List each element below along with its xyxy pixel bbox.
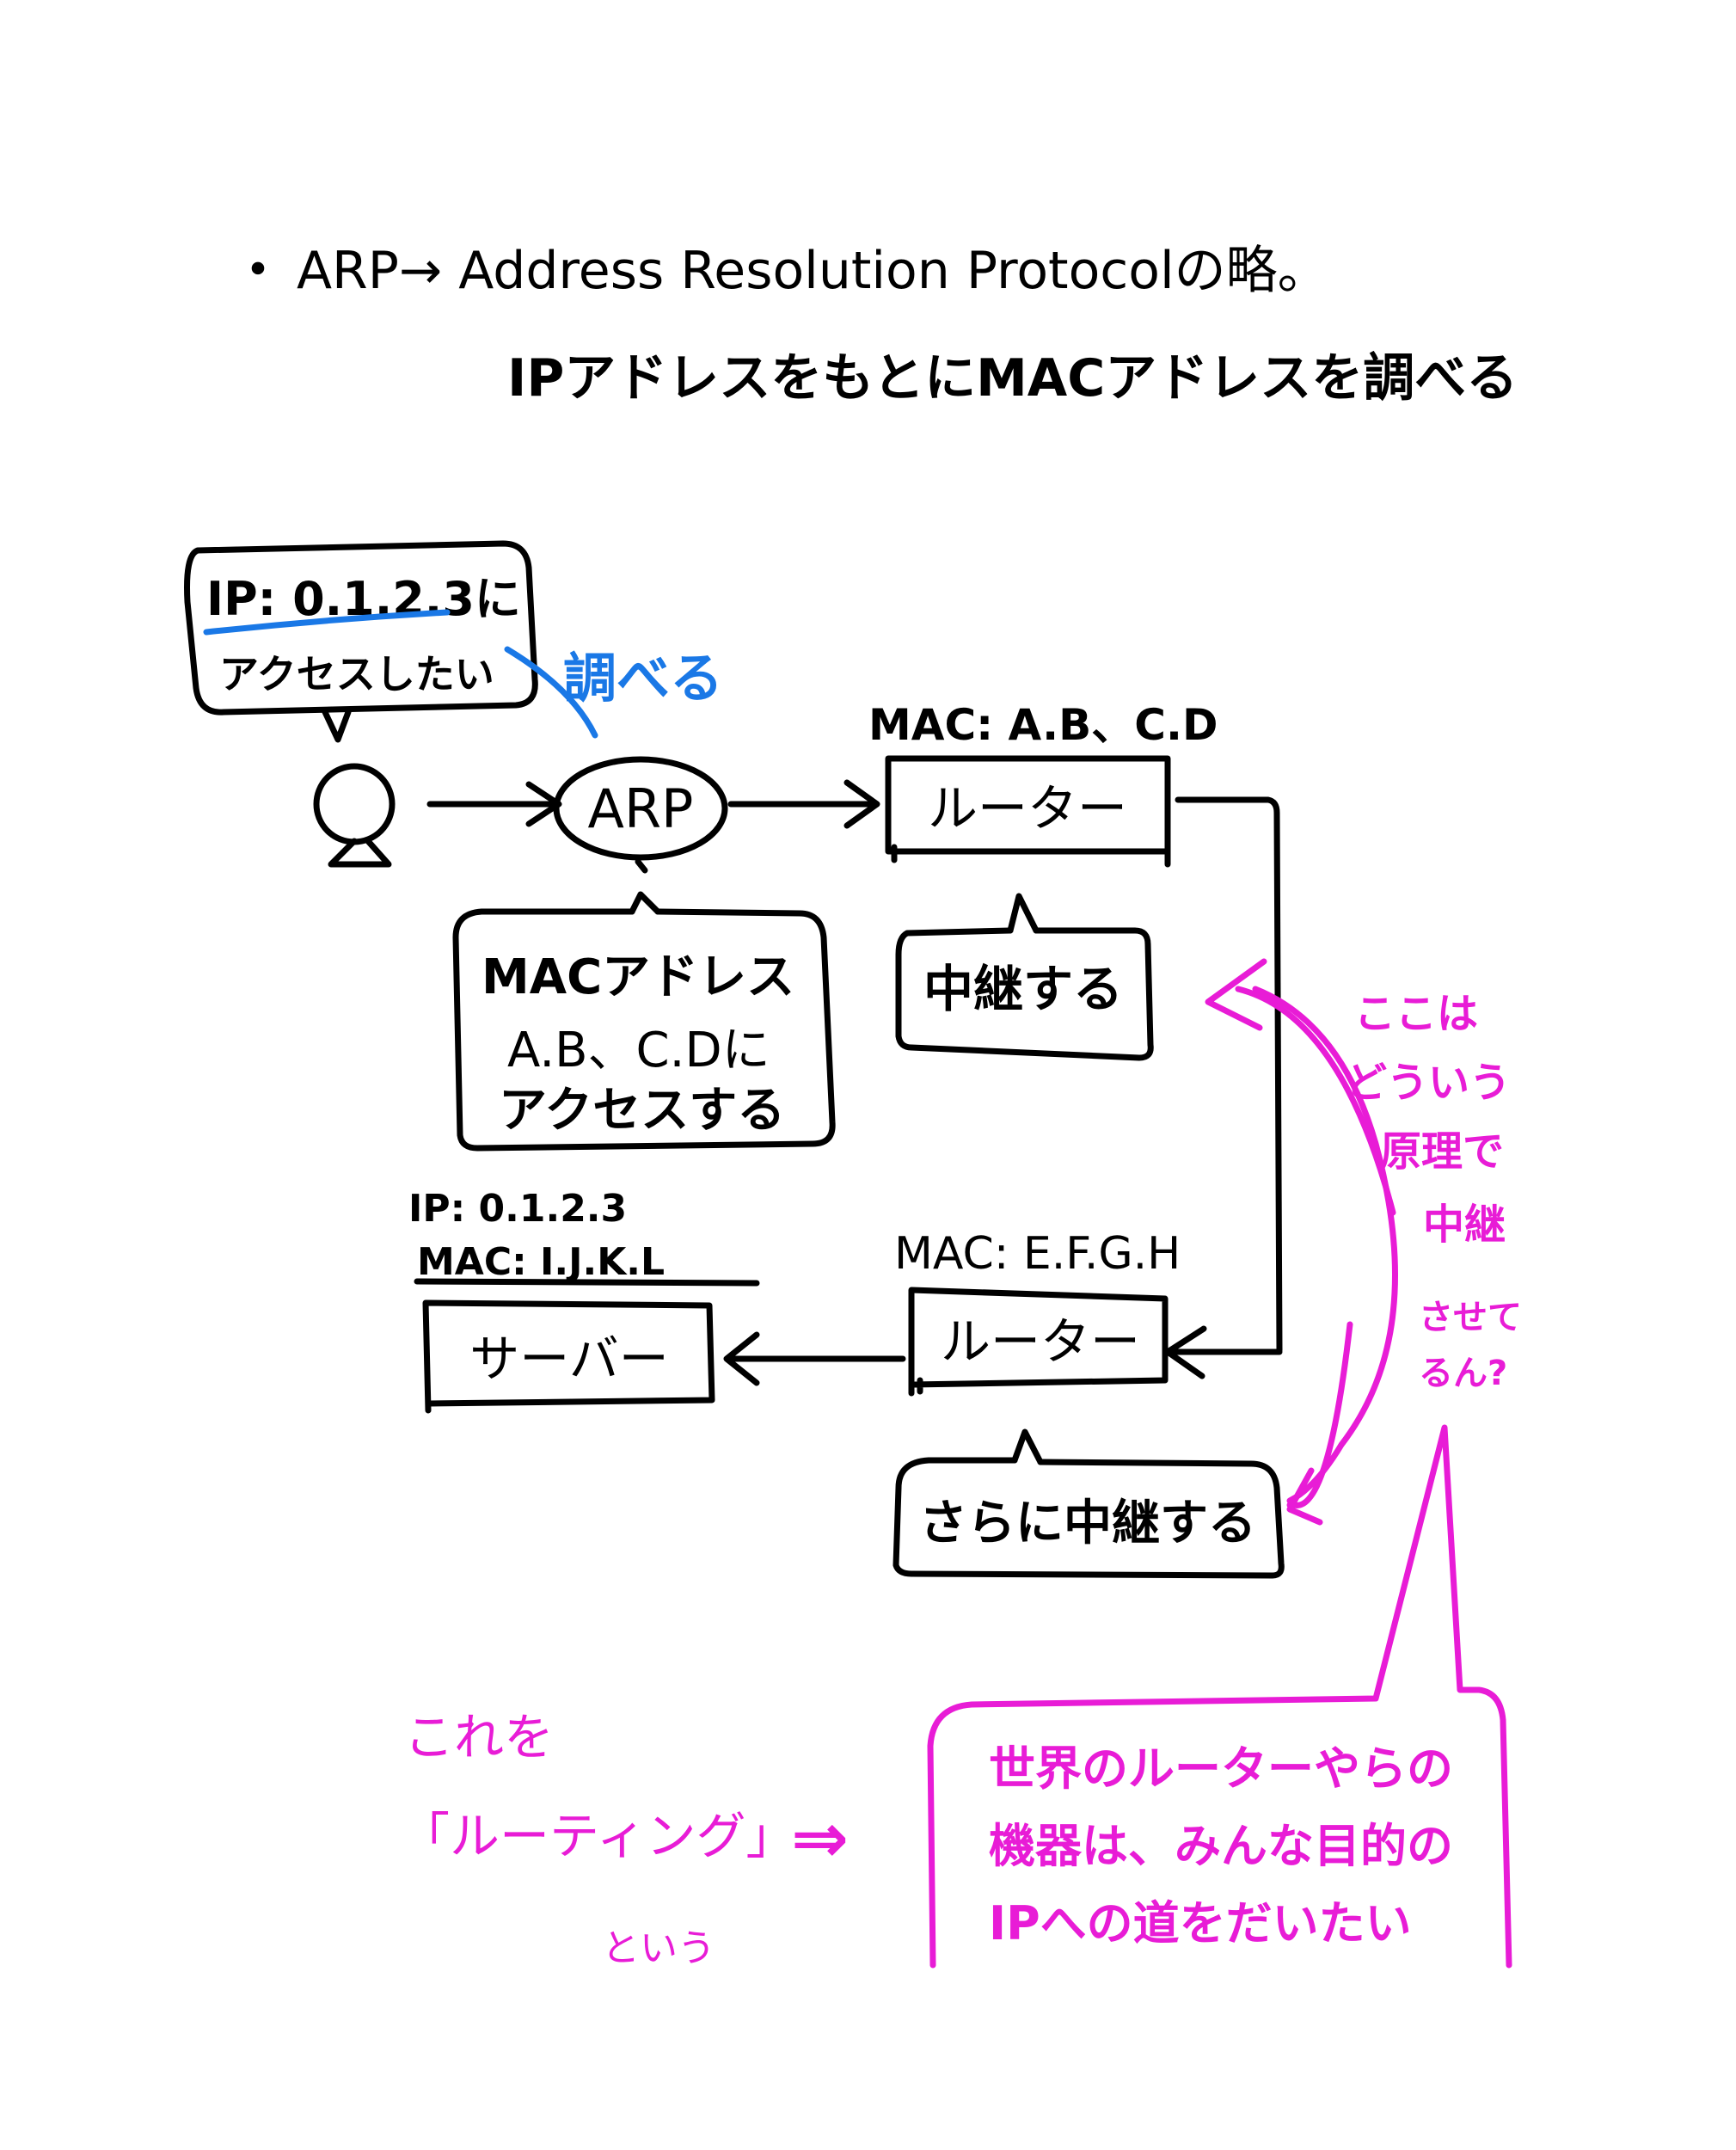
question-line-1: ここは [1354, 990, 1478, 1038]
question-line-2: どういう [1346, 1059, 1511, 1107]
blue-connector [504, 646, 598, 739]
relay-1-bubble [895, 927, 1154, 1061]
question-line-3: 原理で [1380, 1127, 1504, 1176]
relay-2-bubble-tail [1011, 1428, 1044, 1465]
question-line-6: るん? [1419, 1354, 1507, 1393]
title-line-1: ARP→ Address Resolution Protocolの略。 [297, 241, 1329, 301]
relay-1-bubble-tail [1007, 893, 1040, 934]
server-mac-underline [414, 1278, 760, 1287]
client-bubble-tail [322, 709, 352, 743]
routing-line-2: 「ルーティング」 [400, 1807, 796, 1865]
router-2-mac: MAC: E.F.G.H [894, 1228, 1181, 1280]
relay-1-label: 中継する [923, 960, 1123, 1018]
arrow-router-2-to-server [723, 1331, 906, 1386]
mac-bubble-line-1: MACアドレス [482, 949, 794, 1005]
router-2-box [908, 1287, 1169, 1397]
question-line-5: させて [1419, 1298, 1522, 1337]
mac-bubble-line-3: アクセスする [499, 1083, 785, 1139]
person-head-icon [313, 763, 396, 845]
server-label: サーバー [469, 1330, 668, 1388]
server-box [422, 1299, 715, 1414]
router-2-label: ルーター [941, 1312, 1140, 1371]
relay-2-bubble [893, 1457, 1285, 1579]
blue-annotation: 調べる [203, 609, 723, 739]
client-speech-bubble [184, 540, 538, 716]
server-mac: MAC: I.J.K.L [417, 1240, 665, 1284]
arp-node-outline [553, 756, 728, 861]
arrow-arp-to-router [727, 779, 880, 829]
routing-line-1: これを [404, 1708, 554, 1766]
routing-line-3: という [602, 1926, 715, 1970]
magenta-curve-main [1252, 986, 1398, 1504]
title-block: ・ ARP→ Address Resolution Protocolの略。 IP… [232, 241, 1518, 408]
diagram-text: IP: 0.1.2.3に アクセスしたい ARP MAC: A.B、C.D ルー… [206, 572, 1256, 1551]
mac-bubble-tail [629, 891, 661, 915]
mac-bubble [452, 908, 836, 1152]
arrow-person-to-arp [426, 781, 562, 827]
arp-node-label: ARP [588, 777, 694, 840]
question-line-4: 中継 [1423, 1201, 1506, 1249]
blue-underline [203, 609, 451, 636]
title-line-2: IPアドレスをもとにMACアドレスを調べる [507, 348, 1518, 408]
relay-2-label: さらに中継する [919, 1496, 1256, 1551]
wire-router-1-to-router-2 [1175, 796, 1283, 1354]
server-ip: IP: 0.1.2.3 [408, 1187, 627, 1231]
router-1-label: ルーター [928, 779, 1127, 838]
router-1-box [885, 755, 1171, 868]
client-bubble-line-2: アクセスしたい [219, 651, 494, 697]
explanation-line-2: 機器は、みんな目的の [989, 1819, 1453, 1873]
mac-bubble-line-2: A.B、C.Dに [507, 1023, 770, 1078]
network-diagram [184, 540, 1285, 1579]
explanation-line-1: 世界のルーターやらの [989, 1742, 1453, 1796]
magenta-notes: ここは どういう 原理で 中継 させて るん? これを 「ルーティング」 という… [400, 958, 1522, 1970]
person-body-icon [328, 838, 392, 868]
title-bullet: ・ [232, 241, 284, 301]
router-1-mac: MAC: A.B、C.D [868, 700, 1218, 750]
arp-to-mac-tick [635, 858, 648, 874]
explanation-line-3: IPへの道をだいたい [989, 1896, 1412, 1950]
investigate-label: 調べる [563, 647, 723, 710]
routing-arrow: ⇒ [791, 1798, 849, 1878]
magenta-curve-arrows [1205, 958, 1396, 1526]
arrow-wire-into-router-2 [1164, 1325, 1283, 1379]
explanation-bubble [927, 1424, 1512, 1969]
